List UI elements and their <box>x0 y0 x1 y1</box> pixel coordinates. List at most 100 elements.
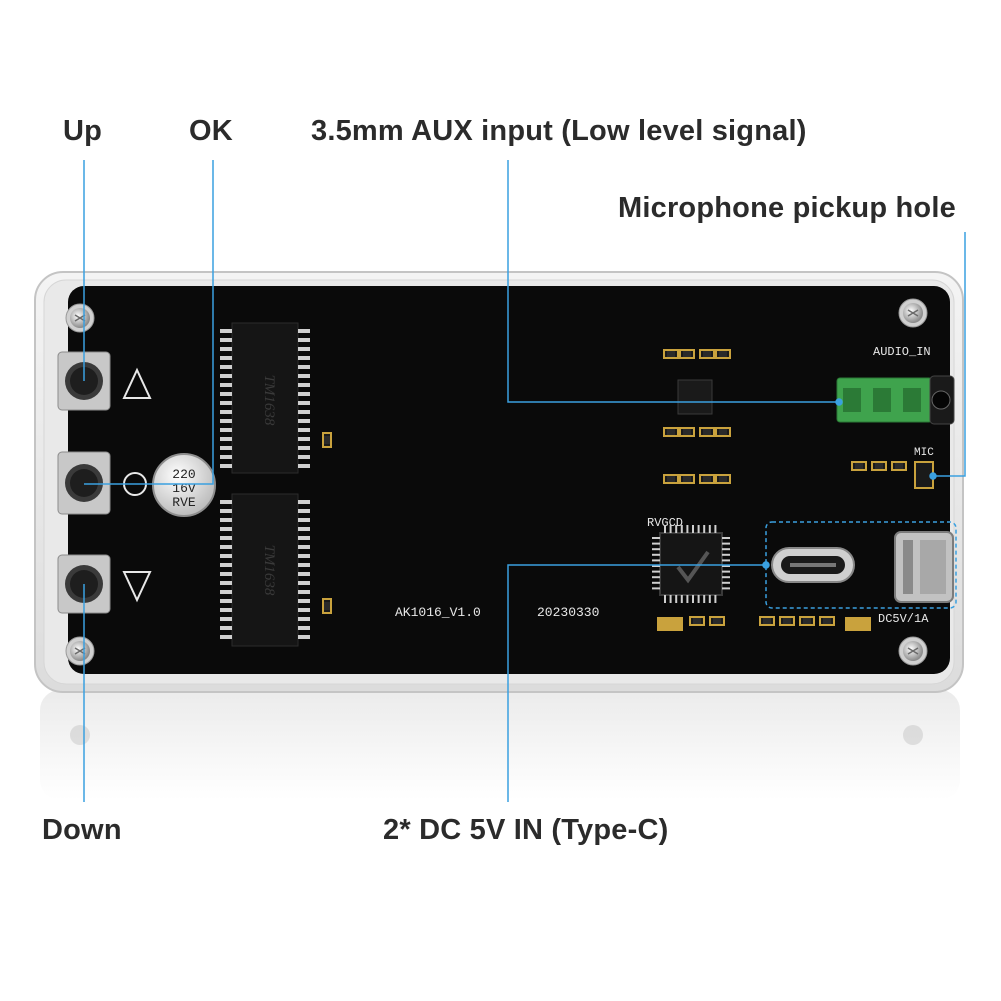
chip-pin <box>298 536 310 540</box>
ok-label: OK <box>189 115 233 147</box>
chip-pin <box>722 542 730 545</box>
down-label: Down <box>42 814 122 846</box>
aux-input-label: 3.5mm AUX input (Low level signal) <box>311 115 807 147</box>
chip-pin <box>686 525 689 533</box>
chip-pin <box>220 599 232 603</box>
chip-pin <box>220 500 232 504</box>
chip-pin <box>298 446 310 450</box>
up-label: Up <box>63 115 103 147</box>
chip-pin <box>298 617 310 621</box>
screw-icon <box>65 303 95 333</box>
chip-pin <box>664 525 666 533</box>
chip-pin <box>708 525 711 533</box>
chip-pin <box>220 509 232 513</box>
aux-leader-line <box>507 160 839 403</box>
chip-pin <box>298 338 310 342</box>
chip-marking: TM1638 <box>261 545 277 596</box>
chip-pin <box>652 537 660 539</box>
chip-pin <box>220 446 232 450</box>
chip-pin <box>220 635 232 639</box>
chip-pin <box>652 581 660 584</box>
chip-pin <box>722 559 730 562</box>
chip-pin <box>675 595 678 603</box>
chip-pin <box>298 500 310 504</box>
usb-c-port-front[interactable] <box>771 547 855 583</box>
mcu-label: RVGCD <box>647 516 683 530</box>
up-triangle-icon <box>122 367 152 399</box>
chip-pin <box>220 347 232 351</box>
chip-pin <box>703 595 706 603</box>
chip-pin <box>220 455 232 459</box>
usb-c-port-side[interactable] <box>894 531 954 603</box>
aux-audio-jack[interactable] <box>836 375 955 425</box>
chip-pin <box>722 565 730 567</box>
chip-pin <box>220 572 232 576</box>
chip-pin <box>298 419 310 423</box>
chip-pin <box>220 527 232 531</box>
chip-pin <box>298 572 310 576</box>
chip-pin <box>220 365 232 369</box>
chip-pin <box>652 542 660 545</box>
chip-pin <box>298 437 310 441</box>
smd-components <box>657 349 907 631</box>
chip-pin <box>220 428 232 432</box>
chip-pin <box>298 410 310 414</box>
chip-pin <box>220 392 232 396</box>
mic-text: MIC <box>914 447 934 459</box>
chip-pin <box>298 365 310 369</box>
chip-pin <box>686 595 689 603</box>
chip-pin <box>220 329 232 333</box>
chip-pin <box>298 383 310 387</box>
chip-pin <box>220 536 232 540</box>
chip-pin <box>220 518 232 522</box>
chip-pin <box>220 410 232 414</box>
chip-pin <box>298 347 310 351</box>
audio-in-text: AUDIO_IN <box>873 345 931 359</box>
capacitor-line-1: 220 <box>172 467 195 482</box>
chip-pin <box>220 338 232 342</box>
chip-pin <box>298 581 310 585</box>
chip-pin <box>298 590 310 594</box>
chip-pin <box>692 595 694 603</box>
chip-pin <box>220 401 232 405</box>
chip-pin <box>298 374 310 378</box>
chip-marking: TM1638 <box>261 375 277 426</box>
chip-pin <box>298 392 310 396</box>
chip-pin <box>722 553 730 556</box>
chip-pin <box>220 383 232 387</box>
chip-pin <box>652 576 660 579</box>
dc-input-label: 2* DC 5V IN (Type-C) <box>383 814 669 846</box>
board-date-text: 20230330 <box>537 605 599 620</box>
chip-pin <box>220 464 232 468</box>
chip-pin <box>664 595 666 603</box>
chip-pin <box>298 518 310 522</box>
chip-pin <box>722 576 730 579</box>
dc-leader-line <box>507 564 766 802</box>
chip-pin <box>298 356 310 360</box>
chip-pin <box>697 595 700 603</box>
chip-pin <box>220 581 232 585</box>
down-triangle-icon <box>122 571 152 603</box>
board-model-text: AK1016_V1.0 <box>395 605 481 620</box>
screw-icon <box>898 298 928 328</box>
chip-pin <box>697 525 700 533</box>
ok-button[interactable] <box>57 451 111 515</box>
chip-pin <box>220 563 232 567</box>
chip-pin <box>669 595 672 603</box>
chip-pin <box>675 525 678 533</box>
chip-pin <box>652 565 660 567</box>
chip-pin <box>298 545 310 549</box>
chip-pin <box>220 626 232 630</box>
chip-pin <box>714 595 717 603</box>
chip-pin <box>652 553 660 556</box>
leader-lines <box>83 160 966 802</box>
electrolytic-capacitor: 220 16V RVE <box>152 453 216 517</box>
chip-pin <box>722 548 730 551</box>
chip-pin <box>692 525 694 533</box>
screw-icon <box>898 636 928 666</box>
chip-pin <box>680 595 683 603</box>
chip-pin <box>652 559 660 562</box>
capacitor-line-3: RVE <box>172 495 196 510</box>
chip-pin <box>298 635 310 639</box>
